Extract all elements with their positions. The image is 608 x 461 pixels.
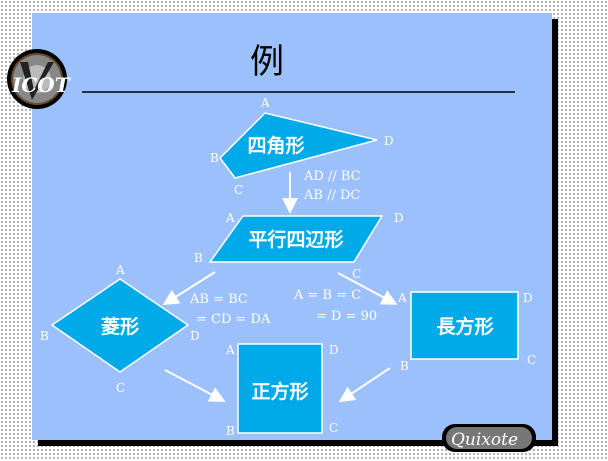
icot-logo-text: ICOT: [11, 73, 72, 97]
svg-text:B: B: [400, 359, 409, 373]
svg-text:B: B: [40, 329, 49, 343]
quixote-logo-text: Quixote: [451, 430, 518, 450]
svg-text:D: D: [394, 211, 404, 225]
condition-ab-dc: AB // DC: [303, 188, 360, 203]
svg-text:B: B: [210, 151, 219, 165]
svg-text:B: B: [194, 251, 203, 265]
svg-text:D: D: [329, 343, 339, 357]
square-shape: [237, 343, 323, 434]
quadrilateral-shape: [219, 112, 378, 179]
svg-text:A: A: [225, 343, 235, 357]
svg-text:D: D: [190, 329, 200, 343]
svg-text:A: A: [115, 263, 125, 277]
parallelogram-label: 平行四辺形: [248, 228, 343, 251]
svg-text:A: A: [225, 211, 235, 225]
svg-text:B: B: [226, 424, 235, 438]
rectangle-shape: [410, 291, 519, 360]
svg-text:A: A: [260, 96, 270, 110]
svg-text:D: D: [384, 134, 394, 148]
condition-rect-1: A = B = C: [293, 288, 361, 303]
quad-label: 四角形: [247, 134, 304, 157]
svg-text:C: C: [352, 267, 361, 281]
condition-ad-bc: AD // BC: [303, 169, 361, 184]
rhombus-shape: [50, 278, 190, 373]
flow-arrows: [162, 172, 398, 403]
svg-text:C: C: [527, 353, 536, 367]
svg-text:C: C: [234, 183, 243, 197]
icot-logo: ICOT: [7, 49, 72, 109]
v-mark-icon: [20, 62, 54, 100]
square-label: 正方形: [251, 380, 308, 403]
svg-text:A: A: [397, 291, 407, 305]
condition-rect-2: = D = 90: [316, 309, 377, 324]
vertex-labels: A D B C A D B C A D B C A D B C A D B C: [40, 96, 536, 438]
quixote-logo: Quixote: [442, 424, 536, 452]
rectangle-label: 長方形: [436, 315, 493, 338]
svg-text:C: C: [116, 381, 125, 395]
condition-rhombus-2: = CD = DA: [196, 312, 271, 327]
svg-text:D: D: [523, 291, 533, 305]
svg-text:C: C: [329, 421, 338, 435]
rhombus-label: 菱形: [101, 315, 139, 338]
condition-rhombus-1: AB = BC: [189, 292, 248, 307]
page-title: 例: [250, 42, 284, 82]
parallelogram-shape: [208, 215, 384, 263]
